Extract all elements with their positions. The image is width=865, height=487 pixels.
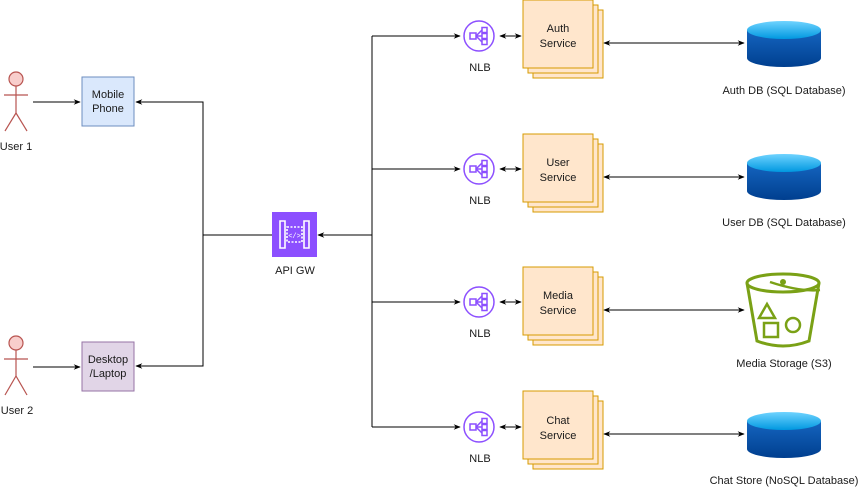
service-label-line1: Chat	[546, 415, 569, 427]
nlb-3: NLB	[463, 286, 495, 340]
store-media-s3: Media Storage (S3)	[736, 272, 832, 370]
nlb-label: NLB	[469, 453, 490, 465]
nlb-1: NLB	[463, 20, 495, 74]
person-icon	[4, 71, 28, 132]
database-icon	[747, 412, 821, 458]
nlb-label: NLB	[469, 62, 490, 74]
service-label-line2: Service	[540, 38, 577, 50]
store-label: Auth DB (SQL Database)	[722, 85, 845, 97]
nlb-label: NLB	[469, 328, 490, 340]
client-label-line1: Mobile	[92, 89, 124, 101]
service-label-line1: Media	[543, 290, 574, 302]
load-balancer-icon	[463, 153, 495, 185]
service-label-line1: Auth	[547, 23, 570, 35]
service-auth: Auth Service	[522, 0, 604, 79]
client-label-line1: Desktop	[88, 354, 128, 366]
api-gateway-label: API GW	[275, 265, 315, 277]
store-label: Media Storage (S3)	[736, 358, 831, 370]
api-gateway-icon: </>	[272, 212, 317, 257]
user-label: User 2	[1, 405, 33, 417]
store-chat-db: Chat Store (NoSQL Database)	[710, 412, 859, 487]
service-label-line1: User	[546, 157, 570, 169]
user-label: User 1	[0, 141, 32, 153]
actor-user-2: User 2	[1, 335, 33, 417]
service-chat: Chat Service	[522, 390, 604, 470]
actor-user-1: User 1	[0, 71, 32, 153]
edge-gw-desktop	[135, 235, 204, 369]
connectors	[33, 33, 745, 437]
client-label-line2: Phone	[92, 103, 124, 115]
store-user-db: User DB (SQL Database)	[722, 154, 846, 229]
service-label-line2: Service	[540, 305, 577, 317]
service-label-line2: Service	[540, 172, 577, 184]
database-icon	[747, 21, 821, 67]
svg-text:</>: </>	[288, 233, 301, 241]
nlb-2: NLB	[463, 153, 495, 207]
load-balancer-icon	[463, 20, 495, 52]
person-icon	[4, 335, 28, 396]
service-label-line2: Service	[540, 430, 577, 442]
service-user: User Service	[522, 133, 604, 213]
nlb-label: NLB	[469, 195, 490, 207]
api-gateway: </> API GW	[272, 212, 317, 277]
client-desktop-laptop: Desktop /Laptop	[81, 341, 135, 392]
store-label: User DB (SQL Database)	[722, 217, 846, 229]
load-balancer-icon	[463, 411, 495, 443]
client-label-line2: /Laptop	[90, 368, 127, 380]
database-icon	[747, 154, 821, 200]
store-auth-db: Auth DB (SQL Database)	[722, 21, 846, 97]
load-balancer-icon	[463, 286, 495, 318]
edge-gw-mobile	[135, 99, 272, 236]
store-label: Chat Store (NoSQL Database)	[710, 475, 859, 487]
client-mobile-phone: Mobile Phone	[81, 76, 135, 127]
nlb-4: NLB	[463, 411, 495, 465]
service-media: Media Service	[522, 266, 604, 346]
s3-bucket-icon	[745, 272, 821, 348]
